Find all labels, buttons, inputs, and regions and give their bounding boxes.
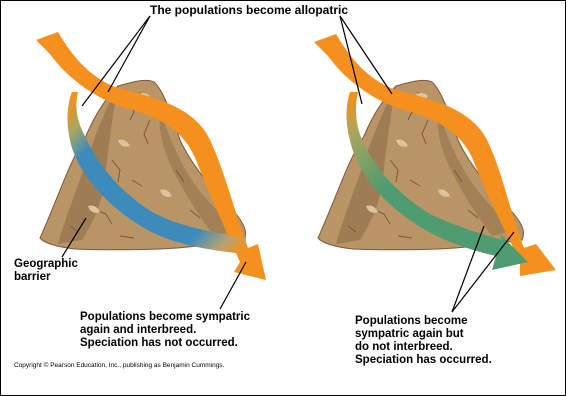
right-caption: Populations become sympatric again but d…	[355, 315, 492, 367]
geographic-barrier-label: Geographic barrier	[14, 258, 78, 284]
pointer-left-caption	[220, 262, 246, 309]
right-scenario	[314, 34, 556, 276]
left-caption: Populations become sympatric again and i…	[80, 311, 250, 350]
figure-title: The populations become allopatric	[150, 4, 348, 17]
copyright-notice: Copyright © Pearson Education, Inc., pub…	[14, 362, 224, 369]
